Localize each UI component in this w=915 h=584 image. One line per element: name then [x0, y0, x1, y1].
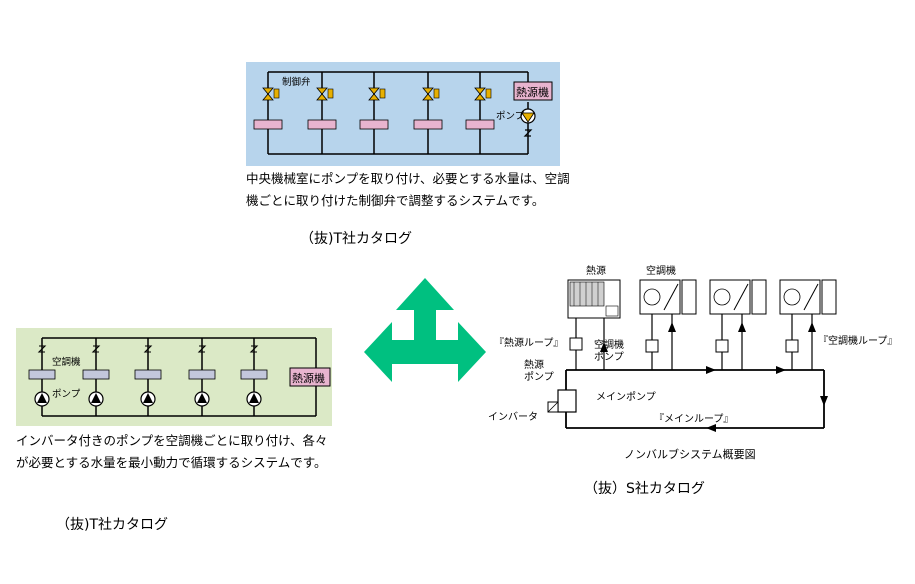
control-valve-icon: [316, 87, 328, 101]
three-way-arrow-icon: [364, 278, 486, 382]
ahu-unit: [307, 119, 337, 130]
ahu-unit: [413, 119, 443, 130]
ahu-unit: [253, 119, 283, 130]
check-valve-icon: [523, 129, 533, 137]
control-valve-icon: [422, 87, 434, 101]
main-loop-label: 『メインループ』: [654, 414, 734, 425]
check-valve-icon: [143, 345, 153, 353]
control-valve-icon: [474, 87, 486, 101]
heat-source-label: 熱源機: [516, 86, 549, 99]
left-diagram-panel: [16, 328, 332, 426]
ahu-pump-icon: [645, 339, 659, 353]
ahu-title: 空調機: [646, 266, 676, 277]
control-valve-icon: [368, 87, 380, 101]
heat-source-title: 熱源: [586, 266, 606, 277]
right-caption: （抜）S社カタログ: [584, 481, 705, 497]
air-handling-unit-icon: [709, 279, 767, 370]
inverter-label: インバータ: [488, 412, 538, 423]
check-valve-icon: [37, 345, 47, 353]
check-valve-icon: [249, 345, 259, 353]
ahu-pump-icon: [785, 339, 799, 353]
ahu-unit: [188, 369, 216, 380]
ahu-unit: [240, 369, 268, 380]
control-valve-icon: [262, 87, 274, 101]
top-description-line1: 中央機械室にポンプを取り付け、必要とする水量は、空調: [246, 171, 570, 186]
pump-label: ポンプ: [52, 389, 81, 400]
ahu-unit: [134, 369, 162, 380]
pump-label: ポンプ: [496, 111, 525, 122]
valve-label: 制御弁: [282, 77, 311, 88]
left-description-line1: インバータ付きのポンプを空調機ごとに取り付け、各々: [16, 433, 328, 448]
air-handling-unit-icon: [639, 279, 697, 370]
left-caption: （抜)T社カタログ: [56, 517, 169, 533]
ahu-label: 空調機: [52, 357, 81, 368]
non-valve-system-diagram: [547, 279, 837, 432]
check-valve-icon: [197, 345, 207, 353]
top-system-schematic: [253, 71, 553, 155]
ahu-loop-label: 『空調機ループ』: [818, 336, 898, 347]
heat-pump-label: 熱源 ポンプ: [524, 360, 554, 383]
heat-loop-label: 『熱源ループ』: [494, 338, 564, 349]
left-description-line2: が必要とする水量を最小動力で循環するシステムです。: [16, 455, 327, 470]
left-system-schematic: [28, 337, 331, 417]
main-pump-label: メインポンプ: [596, 392, 656, 403]
air-handling-unit-icon: [779, 279, 837, 370]
diagram-title: ノンバルブシステム概要図: [624, 448, 756, 461]
top-caption: （抜)T社カタログ: [300, 231, 413, 247]
ahu-unit: [359, 119, 389, 130]
ahu-pump-icon: [715, 339, 729, 353]
top-diagram-panel: [246, 62, 560, 166]
ahu-unit: [82, 369, 110, 380]
check-valve-icon: [91, 345, 101, 353]
heat-source-unit-icon: [567, 279, 621, 319]
heat-source-box: [513, 81, 553, 101]
top-description-line2: 機ごとに取り付けた制御弁で調整するシステムです。: [246, 193, 545, 208]
ahu-pump-label: 空調機 ポンプ: [594, 340, 624, 363]
main-pump-icon: [557, 389, 577, 413]
heat-source-label: 熱源機: [292, 372, 325, 385]
ahu-unit: [465, 119, 495, 130]
heat-source-box: [289, 367, 331, 387]
ahu-unit: [28, 369, 56, 380]
